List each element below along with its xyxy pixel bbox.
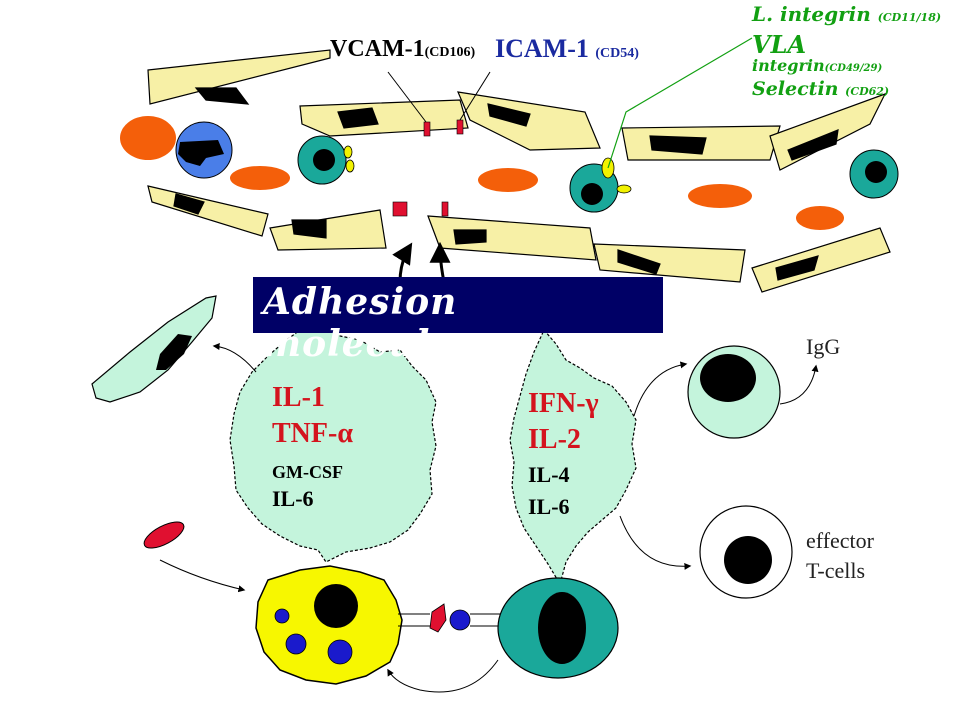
icam-cd: (CD54) — [595, 46, 639, 61]
endothelial-nucleus — [775, 255, 819, 281]
arrow-cloud-to-fibroblast — [212, 343, 257, 373]
selectin-cd: (CD62) — [845, 85, 890, 98]
l-integrin-name: L. integrin — [752, 2, 871, 26]
cytokine-il1: IL-1 — [272, 382, 325, 413]
vcam-marker — [392, 201, 408, 217]
cytokine-il6-left: IL-6 — [272, 486, 314, 511]
arrow-cloud-to-effector — [619, 515, 692, 570]
fibroblast-cell — [91, 295, 217, 403]
igg-label: IgG — [806, 334, 841, 359]
teal-cell-adhering — [569, 157, 632, 213]
endothelial-nucleus — [291, 219, 327, 239]
cytokine-cloud-right — [509, 328, 637, 586]
antigen-presenting-cell — [255, 565, 403, 685]
cytokine-tnf-alpha: TNF-α — [272, 418, 353, 449]
red-blood-cells — [120, 116, 844, 230]
vcam-marker — [423, 121, 431, 137]
vcam-name: VCAM-1 — [330, 36, 425, 62]
selectin-label: Selectin (CD62) — [752, 78, 889, 100]
endothelial-cell — [147, 49, 331, 105]
endothelial-cell — [751, 227, 891, 293]
cytokine-il2: IL-2 — [528, 424, 581, 455]
endothelial-nucleus — [617, 249, 661, 275]
cytokine-ifn-gamma: IFN-γ — [528, 388, 599, 419]
vla-integrin-cd: (CD49/29) — [824, 63, 883, 74]
arrow-antigen-to-apc — [159, 559, 246, 593]
icam-label: ICAM-1 (CD54) — [495, 34, 639, 64]
arrow-cloud-to-plasma — [633, 361, 688, 417]
rbc-orange — [478, 168, 538, 192]
endothelial-nucleus — [194, 87, 250, 105]
selectin-name: Selectin — [752, 78, 839, 100]
immune-synapse — [398, 603, 500, 633]
vla-label: VLA — [752, 30, 807, 59]
antigen-fragment — [143, 521, 185, 549]
integrin-pointer — [607, 37, 753, 169]
cytokine-gm-csf: GM-CSF — [272, 462, 343, 482]
l-integrin-cd: (CD11/18) — [877, 11, 942, 24]
effector-label-line1: effector — [806, 528, 874, 553]
icam-marker — [456, 119, 464, 135]
arrow-plasma-to-igg — [779, 364, 819, 405]
icam-marker — [441, 201, 449, 217]
adhesion-molecules-banner: Adhesion molecules — [253, 277, 663, 365]
cytokine-il4: IL-4 — [528, 462, 570, 487]
banner-title: Adhesion molecules — [263, 281, 476, 365]
vcam-label: VCAM-1(CD106) — [330, 36, 475, 63]
vcam-cd: (CD106) — [424, 45, 476, 60]
teal-cell — [849, 149, 899, 199]
rbc-orange — [688, 184, 752, 208]
effector-label-line2: T-cells — [806, 558, 866, 583]
endothelial-nucleus — [453, 229, 487, 245]
endothelial-nucleus — [649, 135, 707, 155]
icam-pointer — [459, 71, 491, 121]
teal-cell — [297, 135, 355, 185]
endothelial-cell — [299, 99, 469, 137]
endothelial-nucleus — [337, 107, 379, 129]
rbc-orange — [120, 116, 176, 160]
vla-integrin-name: integrin — [752, 56, 825, 75]
l-integrin-label: L. integrin (CD11/18) — [752, 2, 941, 26]
endothelial-nucleus — [487, 103, 531, 127]
blue-leukocyte — [175, 121, 233, 179]
effector-t-cell — [699, 505, 793, 599]
endothelial-cell — [593, 243, 746, 283]
endothelial-cell — [269, 209, 387, 251]
vla-integrin-label: integrin(CD49/29) — [752, 56, 882, 75]
cytokine-cloud-left — [229, 317, 437, 563]
icam-name: ICAM-1 — [495, 34, 589, 63]
plasma-cell — [687, 345, 781, 439]
mhc-peptide — [429, 603, 447, 633]
endothelial-nucleus — [173, 193, 205, 215]
rbc-orange — [796, 206, 844, 230]
tcr-molecule — [449, 609, 471, 631]
adhesion-molecules-markers — [392, 119, 464, 217]
endothelial-layer — [147, 49, 891, 293]
endothelial-cell — [147, 185, 269, 237]
vcam-pointer — [387, 71, 427, 123]
arrow-t-cell-to-apc — [387, 659, 499, 693]
cytokine-il6-right: IL-6 — [528, 494, 570, 519]
endothelial-nucleus — [787, 129, 839, 161]
endothelial-cell — [427, 215, 597, 261]
rbc-orange — [230, 166, 290, 190]
endothelial-cell — [457, 91, 601, 151]
t-helper-cell — [497, 577, 619, 679]
